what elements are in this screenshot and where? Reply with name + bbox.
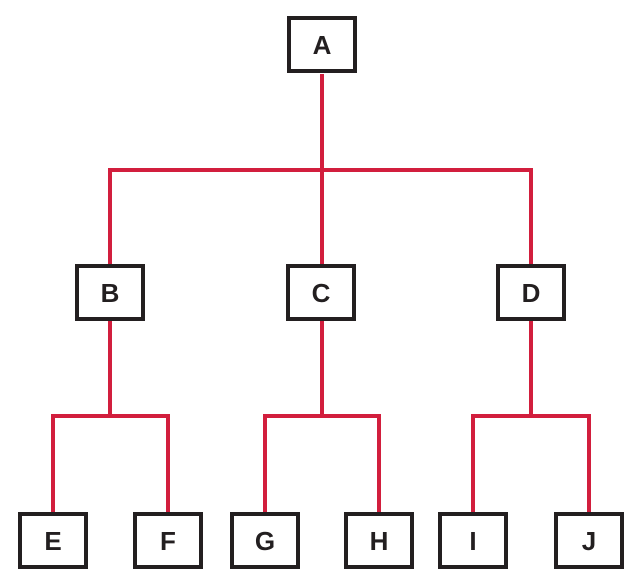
connector-d-trunk (529, 320, 533, 418)
node-i: I (438, 512, 508, 569)
node-a-label: A (312, 29, 332, 60)
node-i-label: I (469, 525, 477, 556)
connector-b-trunk (108, 320, 112, 418)
connector-d-children-rail (471, 414, 591, 418)
connector-drop-b (108, 168, 112, 264)
connector-level1-rail (108, 168, 533, 172)
node-h-label: H (369, 525, 389, 556)
connector-drop-i (471, 414, 475, 512)
node-b-label: B (100, 277, 120, 308)
connector-drop-j (587, 414, 591, 512)
node-e-label: E (44, 525, 62, 556)
node-g: G (230, 512, 300, 569)
connector-drop-h (377, 414, 381, 512)
node-d-label: D (521, 277, 541, 308)
node-d: D (496, 264, 566, 321)
node-g-label: G (254, 525, 276, 556)
node-c-label: C (311, 277, 331, 308)
node-f: F (133, 512, 203, 569)
connector-drop-g (263, 414, 267, 512)
connector-c-trunk (320, 320, 324, 418)
connector-drop-f (166, 414, 170, 512)
connector-c-children-rail (263, 414, 381, 418)
node-j-label: J (581, 525, 597, 556)
node-j: J (554, 512, 624, 569)
connector-drop-e (51, 414, 55, 512)
node-f-label: F (160, 525, 176, 556)
connector-b-children-rail (51, 414, 170, 418)
node-h: H (344, 512, 414, 569)
node-c: C (286, 264, 356, 321)
node-a: A (287, 16, 357, 73)
node-e: E (18, 512, 88, 569)
connector-drop-d (529, 168, 533, 264)
node-b: B (75, 264, 145, 321)
